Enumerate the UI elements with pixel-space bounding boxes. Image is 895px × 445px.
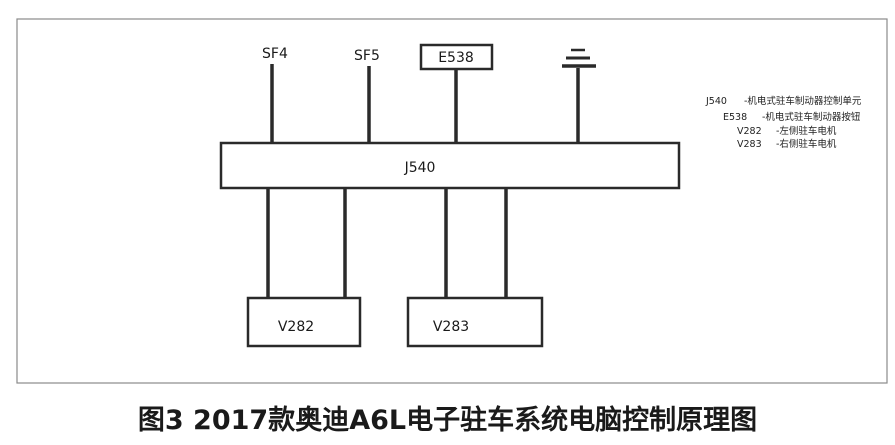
legend-code: V282	[737, 126, 762, 137]
v283-label: V283	[433, 319, 469, 335]
e538-box	[419, 43, 494, 71]
figure-caption: 图3 2017款奥迪A6L电子驻车系统电脑控制原理图	[137, 405, 758, 436]
legend-code: J540	[705, 96, 727, 107]
j540-label: J540	[404, 160, 436, 176]
legend-code: V283	[737, 139, 762, 150]
sf5-label: SF5	[354, 48, 380, 64]
legend: J540 -机电式驻车制动器控制单元 E538 -机电式驻车制动器按钮 V282…	[705, 95, 862, 150]
v282-label: V282	[278, 319, 314, 335]
legend-code: E538	[723, 112, 747, 123]
wiring-diagram: SF4 SF5 E538 J540 V282 V283 J540 -机电式驻车制…	[16, 18, 888, 384]
sf4-label: SF4	[262, 46, 288, 62]
legend-desc: -右侧驻车电机	[776, 138, 837, 150]
legend-desc: -机电式驻车制动器按钮	[762, 111, 861, 123]
j540-box	[219, 141, 681, 190]
ground-icon	[562, 48, 596, 68]
e538-label: E538	[438, 50, 474, 66]
legend-desc: -左侧驻车电机	[776, 125, 837, 137]
diagram-frame	[16, 18, 888, 384]
v282-box	[246, 296, 362, 348]
legend-desc: -机电式驻车制动器控制单元	[744, 95, 862, 107]
v283-box	[406, 296, 544, 348]
